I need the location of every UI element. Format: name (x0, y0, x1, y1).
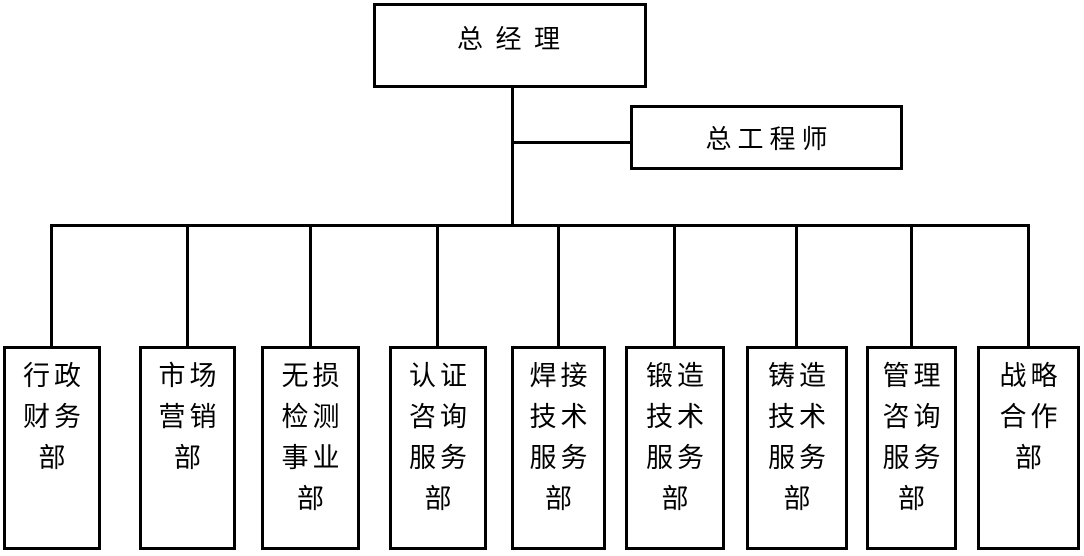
connector-drop-vertical (795, 227, 798, 346)
connector-drop-vertical (557, 227, 560, 346)
connector-chief-horizontal (511, 141, 630, 144)
department-box: 铸造技术服务部 (746, 346, 848, 550)
department-label-line: 铸造 (768, 361, 830, 391)
department-label-line: 财务 (23, 402, 85, 432)
connector-rake-horizontal (50, 224, 1030, 227)
department-label-line: 焊接 (529, 361, 592, 391)
department-box: 认证咨询服务部 (389, 346, 487, 550)
department-label-line: 事业 (281, 443, 344, 473)
department-label-line: 服务 (409, 443, 471, 473)
department-label-line: 检测 (281, 402, 344, 432)
department-label-line: 服务 (768, 443, 830, 473)
department-label-line: 咨询 (882, 402, 945, 432)
department-label-line: 服务 (882, 443, 945, 473)
chief-engineer-box: 总工程师 (630, 105, 903, 170)
ceo-label: 总 经 理 (456, 25, 563, 54)
department-box: 锻造技术服务部 (625, 346, 725, 550)
connector-drop-vertical (1027, 227, 1030, 346)
department-label-line: 服务 (646, 443, 708, 473)
ceo-box: 总 经 理 (373, 3, 647, 88)
department-label-line: 部 (174, 443, 205, 473)
department-label-line: 营销 (158, 402, 221, 432)
connector-drop-vertical (910, 227, 913, 346)
connector-drop-vertical (309, 227, 312, 346)
department-label-line: 技术 (529, 402, 592, 432)
department-box: 市场营销部 (139, 346, 236, 550)
department-label-line: 市场 (158, 361, 221, 391)
department-label-line: 合作 (999, 402, 1062, 432)
department-label-line: 技术 (768, 402, 830, 432)
department-box: 战略合作部 (977, 346, 1080, 550)
department-label-line: 部 (1015, 443, 1046, 473)
connector-drop-vertical (673, 227, 676, 346)
connector-drop-vertical (436, 227, 439, 346)
department-label-line: 服务 (529, 443, 592, 473)
department-label-line: 战略 (999, 361, 1062, 391)
connector-drop-vertical (50, 227, 53, 346)
department-label-line: 无损 (281, 361, 344, 391)
department-label-line: 部 (424, 484, 456, 514)
department-label-line: 技术 (646, 402, 708, 432)
department-label-line: 咨询 (409, 402, 471, 432)
connector-trunk-vertical (511, 88, 514, 227)
department-label-line: 锻造 (646, 361, 708, 391)
department-label-line: 部 (898, 484, 929, 514)
department-label-line: 部 (297, 484, 328, 514)
department-box: 焊接技术服务部 (511, 346, 606, 550)
chief-engineer-label: 总工程师 (705, 125, 834, 154)
department-label-line: 行政 (23, 361, 85, 391)
department-label-line: 认证 (409, 361, 471, 391)
connector-drop-vertical (186, 227, 189, 346)
department-label-line: 部 (545, 484, 576, 514)
department-box: 管理咨询服务部 (866, 346, 957, 550)
department-label-line: 部 (661, 484, 693, 514)
department-box: 无损检测事业部 (261, 346, 360, 550)
department-box: 行政财务部 (3, 346, 101, 550)
department-label-line: 管理 (882, 361, 945, 391)
department-label-line: 部 (783, 484, 815, 514)
department-label-line: 部 (38, 443, 70, 473)
